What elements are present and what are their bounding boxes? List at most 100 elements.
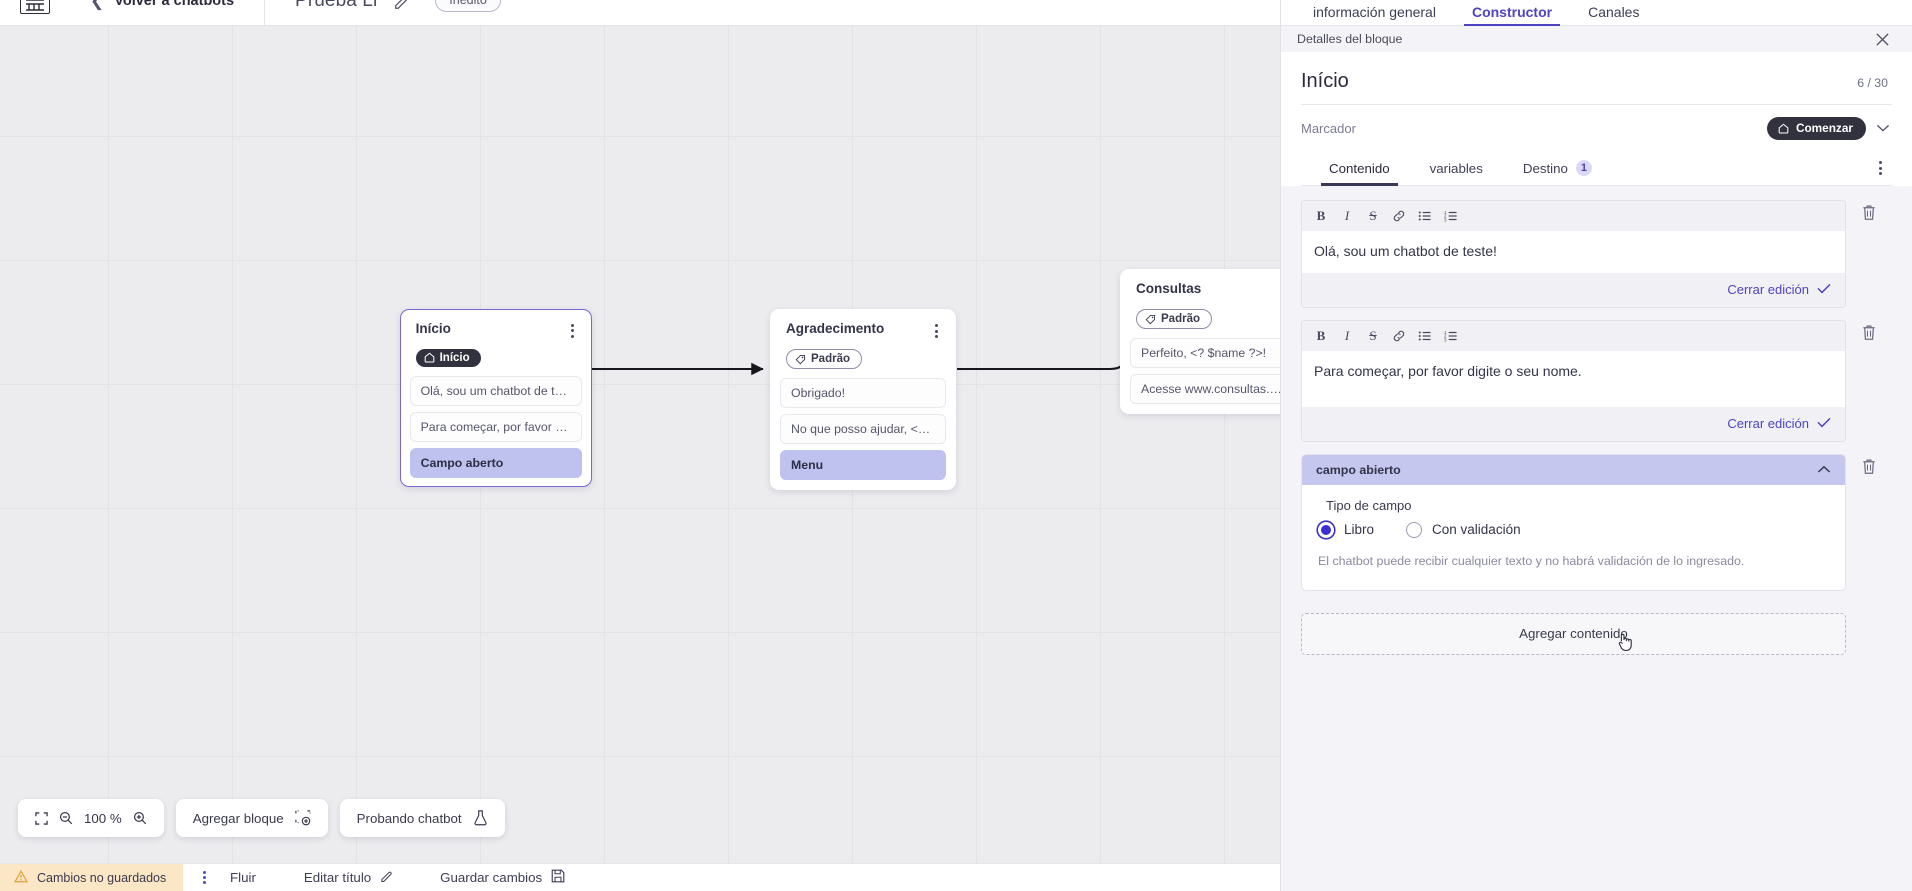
italic-icon[interactable]: I — [1344, 208, 1350, 223]
fit-screen-icon[interactable] — [35, 811, 48, 825]
node-tag-label: Padrão — [811, 353, 850, 366]
strikethrough-icon[interactable]: S — [1369, 208, 1377, 223]
check-icon[interactable] — [1817, 281, 1831, 299]
unsaved-changes-label: Cambios no guardados — [37, 870, 167, 885]
tab-contenido-label: Contenido — [1329, 160, 1390, 176]
campo-abierto-block: campo abierto Tipo de campo Libro — [1301, 453, 1846, 591]
chevron-down-icon[interactable] — [1876, 120, 1890, 138]
pencil-icon[interactable] — [393, 0, 411, 10]
bullet-list-icon[interactable] — [1412, 205, 1438, 227]
node-row[interactable]: No que posso ajudar, <? $name ... — [780, 414, 946, 445]
tab-destino-label: Destino — [1522, 160, 1568, 176]
editor-text[interactable]: Olá, sou um chatbot de teste! — [1302, 231, 1845, 273]
block-details-panel: información general Constructor Canales … — [1280, 0, 1912, 891]
strikethrough-icon[interactable]: S — [1369, 327, 1377, 343]
node-tag-start: Início — [415, 348, 481, 367]
node-tag-label: Início — [439, 351, 470, 364]
node-row[interactable]: Campo aberto — [409, 447, 583, 478]
check-icon[interactable] — [1817, 415, 1831, 433]
field-type-legend: Tipo de campo — [1326, 497, 1412, 513]
radio-libro[interactable] — [1318, 521, 1334, 538]
tag-icon — [795, 354, 806, 365]
trash-icon[interactable] — [1846, 200, 1892, 221]
trash-icon[interactable] — [1846, 454, 1892, 475]
add-block-label: Agregar bloque — [192, 810, 284, 826]
back-to-chatbots-link[interactable]: ❮ Volver a chatbots — [90, 0, 234, 9]
edit-title-button[interactable]: Editar título — [304, 869, 394, 886]
save-changes-label: Guardar cambios — [440, 870, 543, 885]
node-row[interactable]: Acesse www.consultas.com par... — [1130, 374, 1298, 405]
more-vertical-icon[interactable] — [1869, 153, 1892, 183]
trash-icon[interactable] — [1846, 320, 1892, 341]
test-chatbot-label: Probando chatbot — [356, 810, 462, 826]
tag-icon — [1145, 314, 1156, 325]
radio-con-validacion[interactable] — [1406, 521, 1423, 538]
bold-icon[interactable]: B — [1316, 208, 1326, 223]
campo-abierto-header[interactable]: campo abierto — [1302, 454, 1845, 485]
save-disk-icon — [551, 869, 565, 886]
add-content-label: Agregar contenido — [1519, 626, 1628, 642]
node-row[interactable]: Olá, sou um chatbot de teste! — [409, 375, 583, 406]
bold-icon[interactable]: B — [1316, 327, 1326, 343]
add-block-icon — [294, 810, 311, 826]
marker-label: Marcador — [1301, 121, 1356, 136]
campo-abierto-label: campo abierto — [1316, 462, 1401, 477]
zoom-in-icon[interactable] — [133, 811, 147, 825]
node-row[interactable]: Menu — [780, 450, 946, 481]
node-row[interactable]: Perfeito, <? $name ?>! — [1130, 338, 1298, 369]
node-tag-default: Padrão — [1136, 309, 1212, 330]
svg-text:2: 2 — [1444, 214, 1447, 219]
node-menu-icon[interactable] — [567, 321, 578, 341]
save-changes-button[interactable]: Guardar cambios — [440, 869, 565, 886]
italic-icon[interactable]: I — [1344, 327, 1350, 343]
close-icon[interactable] — [1875, 32, 1890, 47]
block-char-count: 6 / 30 — [1857, 76, 1888, 90]
more-vertical-icon[interactable] — [203, 870, 207, 885]
link-icon[interactable] — [1386, 325, 1412, 347]
chevron-up-icon[interactable] — [1817, 463, 1831, 477]
app-logo-icon[interactable] — [20, 0, 50, 14]
node-tag-default: Padrão — [786, 349, 862, 370]
link-icon[interactable] — [1386, 205, 1412, 227]
status-badge: Inédito — [435, 0, 501, 12]
chevron-left-icon: ❮ — [90, 0, 105, 10]
marker-value-pill[interactable]: Comenzar — [1766, 117, 1866, 140]
tab-informacion-general[interactable]: información general — [1313, 4, 1436, 20]
tab-variables[interactable]: variables — [1410, 152, 1503, 185]
node-title: Início — [415, 320, 451, 336]
node-title: Agradecimento — [786, 321, 885, 336]
add-content-button[interactable]: Agregar contenido — [1301, 612, 1846, 655]
zoom-controls[interactable]: 100 % — [18, 799, 164, 837]
tab-destino[interactable]: Destino 1 — [1503, 151, 1612, 185]
zoom-level: 100 % — [84, 810, 122, 826]
close-edit-label[interactable]: Cerrar edición — [1727, 416, 1809, 432]
editor-footer: Cerrar edición — [1302, 272, 1845, 307]
zoom-out-icon[interactable] — [59, 811, 73, 825]
node-menu-icon[interactable] — [931, 321, 942, 341]
svg-text:1: 1 — [1444, 210, 1447, 215]
flow-node-agradecimento[interactable]: Agradecimento Padrão Obrigado! No que po… — [770, 309, 956, 491]
tab-variables-label: variables — [1429, 160, 1483, 176]
close-edit-label[interactable]: Cerrar edición — [1727, 282, 1809, 298]
node-row[interactable]: Obrigado! — [780, 378, 946, 409]
bullet-list-icon[interactable] — [1412, 325, 1438, 347]
back-to-chatbots-label: Volver a chatbots — [114, 0, 235, 9]
unsaved-changes-badge: Cambios no guardados — [0, 863, 184, 891]
editor-text[interactable]: Para começar, por favor digite o seu nom… — [1302, 350, 1845, 407]
flow-node-consultas[interactable]: Consultas Padrão Perfeito, <? $name ?>! … — [1120, 269, 1308, 415]
flow-node-inicio[interactable]: Início Início Olá, sou um chatbot de tes… — [400, 309, 592, 488]
tab-contenido[interactable]: Contenido — [1309, 152, 1410, 186]
field-type-hint: El chatbot puede recibir cualquier texto… — [1318, 553, 1745, 568]
test-chatbot-button[interactable]: Probando chatbot — [339, 799, 505, 837]
node-row[interactable]: Para começar, por favor digite o ... — [409, 411, 583, 442]
tab-constructor[interactable]: Constructor — [1454, 4, 1570, 26]
add-block-button[interactable]: Agregar bloque — [175, 799, 328, 837]
tab-fluir[interactable]: Fluir — [228, 865, 258, 890]
tab-canales[interactable]: Canales — [1588, 4, 1640, 20]
